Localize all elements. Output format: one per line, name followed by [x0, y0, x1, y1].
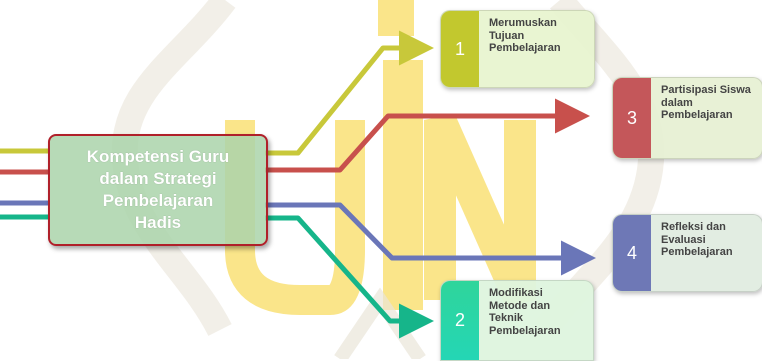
node-number: 1	[441, 11, 479, 87]
central-concept-box: Kompetensi Guru dalam Strategi Pembelaja…	[48, 134, 268, 246]
node-label: Merumuskan Tujuan Pembelajaran	[489, 17, 561, 54]
node-number: 4	[613, 215, 651, 291]
node-2-modifikasi-metode: 2 Modifikasi Metode dan Teknik Pembelaja…	[440, 280, 594, 361]
node-label: Refleksi dan Evaluasi Pembelajaran	[661, 221, 733, 258]
node-4-refleksi-evaluasi: 4 Refleksi dan Evaluasi Pembelajaran	[612, 214, 762, 292]
node-label: Modifikasi Metode dan Teknik Pembelajara…	[489, 287, 561, 337]
node-number: 2	[441, 281, 479, 360]
node-number: 3	[613, 78, 651, 158]
node-1-merumuskan-tujuan: 1 Merumuskan Tujuan Pembelajaran	[440, 10, 595, 88]
arrow-to-node-4	[265, 202, 596, 276]
node-label: Partisipasi Siswa dalam Pembelajaran	[661, 84, 751, 121]
arrow-to-node-1	[265, 30, 434, 156]
node-3-partisipasi-siswa: 3 Partisipasi Siswa dalam Pembelajaran	[612, 77, 762, 159]
arrow-to-node-3	[265, 98, 590, 173]
central-concept-label: Kompetensi Guru dalam Strategi Pembelaja…	[86, 147, 230, 232]
arrow-to-node-2	[265, 215, 434, 339]
